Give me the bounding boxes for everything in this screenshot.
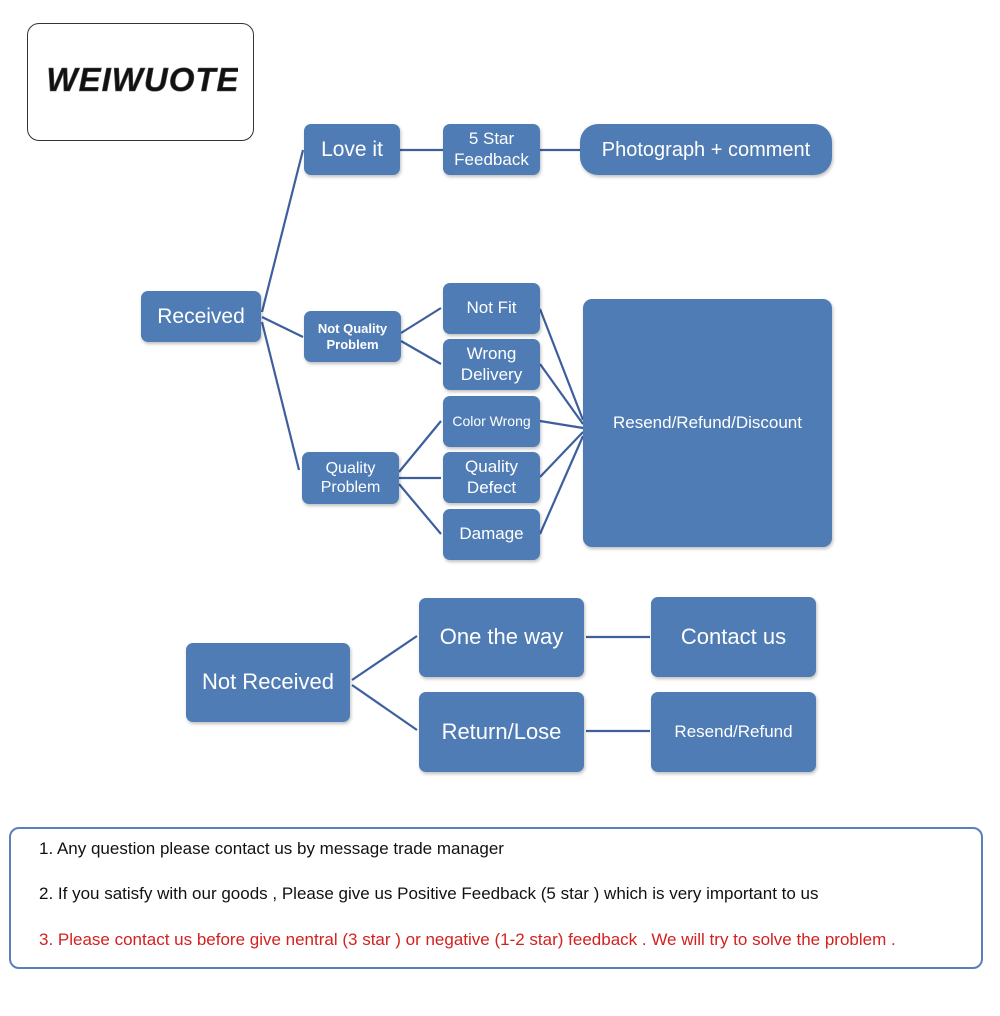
node-five-star-feedback: 5 Star Feedback	[443, 124, 540, 175]
note-negative-feedback-warning: 3. Please contact us before give nentral…	[39, 930, 896, 949]
node-quality-problem: Quality Problem	[302, 452, 399, 504]
node-resend-refund-discount: Resend/Refund/Discount	[583, 299, 832, 547]
notes-panel: 1. Any question please contact us by mes…	[9, 827, 983, 969]
brand-logo-text: WEIWUOTE	[48, 61, 238, 98]
node-contact-us: Contact us	[651, 597, 816, 677]
brand-logo-box: WEIWUOTE	[27, 23, 254, 141]
node-photograph-comment: Photograph + comment	[580, 124, 832, 175]
node-wrong-delivery: Wrong Delivery	[443, 339, 540, 390]
node-return-lose: Return/Lose	[419, 692, 584, 772]
brand-logo: WEIWUOTE	[48, 61, 238, 99]
node-not-received: Not Received	[186, 643, 350, 722]
connector-lines	[260, 148, 650, 733]
node-resend-refund: Resend/Refund	[651, 692, 816, 772]
node-quality-defect: Quality Defect	[443, 452, 540, 503]
node-damage: Damage	[443, 509, 540, 560]
node-love-it: Love it	[304, 124, 400, 175]
node-one-the-way: One the way	[419, 598, 584, 677]
note-contact: 1. Any question please contact us by mes…	[39, 839, 504, 858]
node-color-wrong: Color Wrong	[443, 396, 540, 447]
note-positive-feedback: 2. If you satisfy with our goods , Pleas…	[39, 884, 819, 903]
node-received: Received	[141, 291, 261, 342]
node-not-quality-problem: Not Quality Problem	[304, 311, 401, 362]
node-not-fit: Not Fit	[443, 283, 540, 334]
